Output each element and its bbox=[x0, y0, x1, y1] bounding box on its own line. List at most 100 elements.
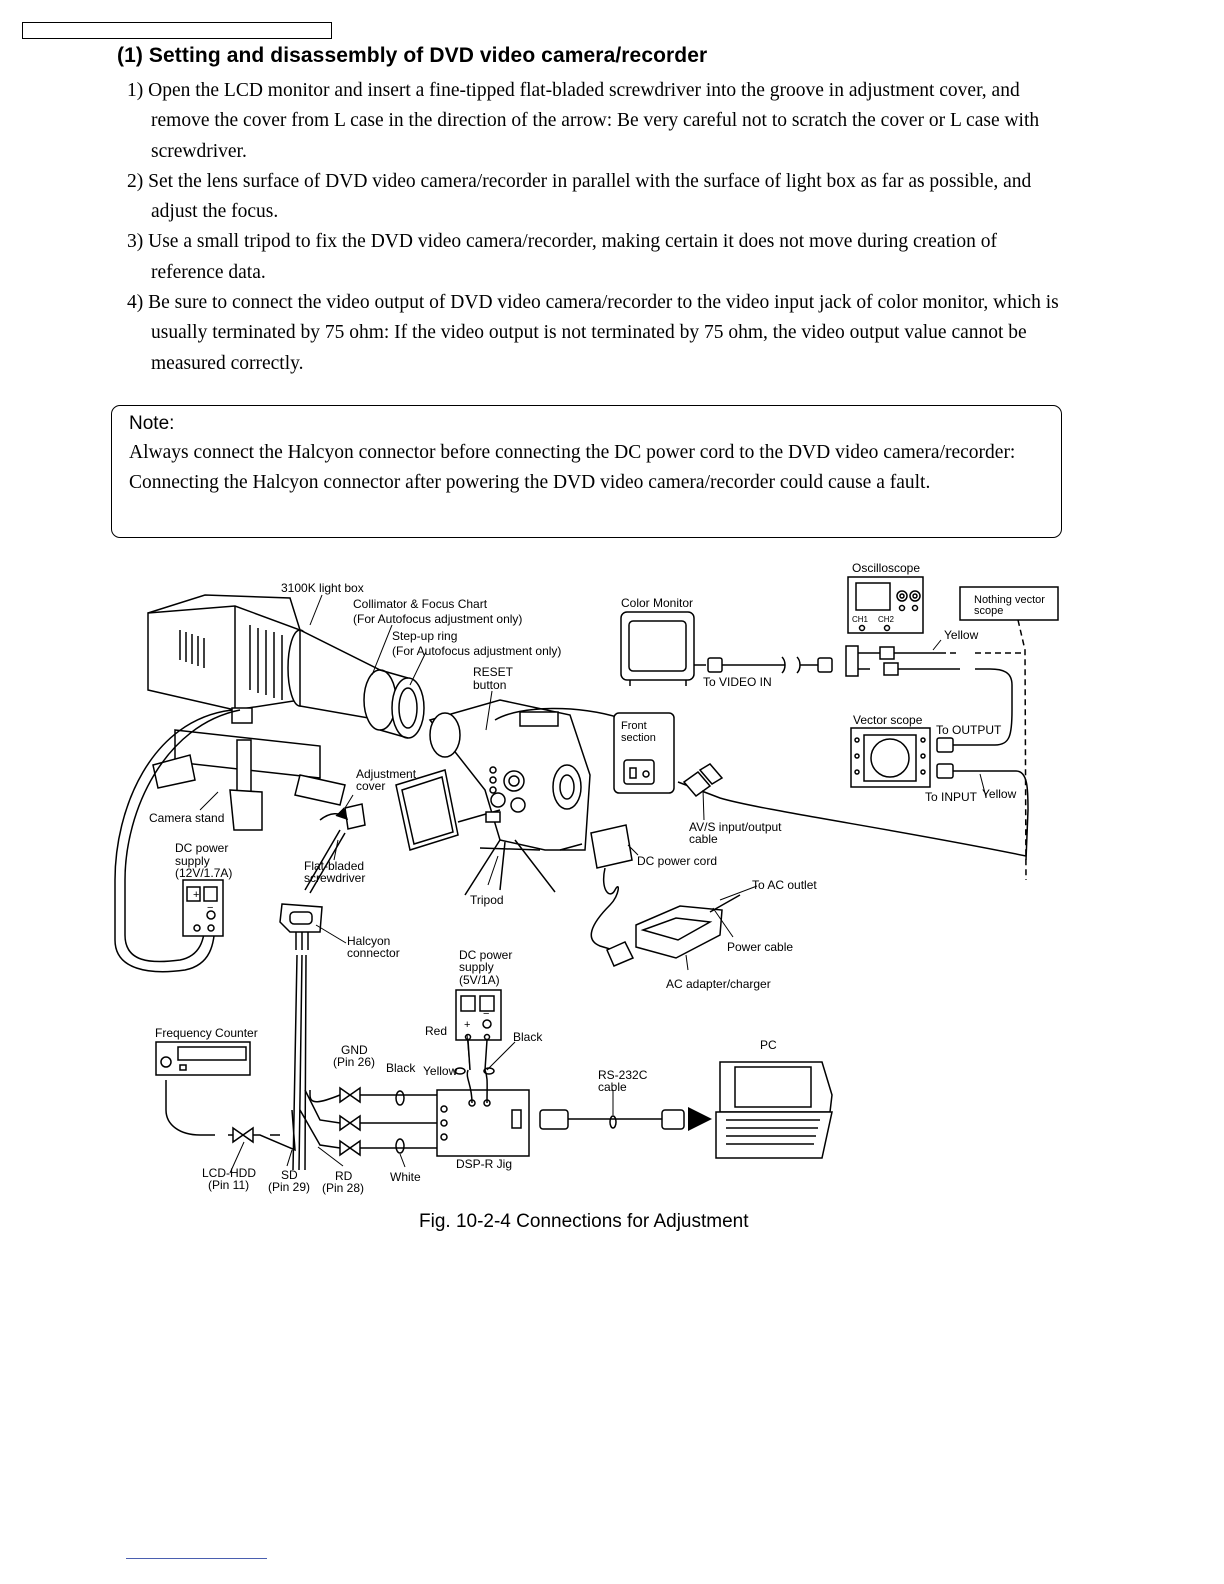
label-tripod: Tripod bbox=[470, 893, 504, 907]
nothing-vector-scope-box bbox=[959, 586, 1059, 621]
label-lcd-hdd-pin: (Pin 11) bbox=[208, 1178, 249, 1192]
note-text: Always connect the Halcyon connector bef… bbox=[129, 442, 1016, 494]
label-minus-12: − bbox=[207, 902, 213, 914]
light-box-icon bbox=[147, 594, 301, 711]
note-title: Note: bbox=[129, 413, 175, 434]
label-reset: RESET bbox=[473, 665, 514, 679]
label-to-ac: To AC outlet bbox=[752, 878, 817, 892]
label-dc-power-5: DC power bbox=[459, 948, 512, 962]
oscilloscope-icon bbox=[847, 576, 924, 634]
color-monitor-icon bbox=[620, 611, 695, 686]
label-12v: (12V/1.7A) bbox=[175, 866, 232, 880]
header-box bbox=[22, 22, 332, 39]
rs232c-cable-icon bbox=[539, 1107, 712, 1131]
label-light-box: 3100K light box bbox=[281, 581, 364, 595]
dc-power-supply-5v-icon bbox=[455, 989, 502, 1071]
label-5v: (5V/1A) bbox=[459, 973, 500, 987]
camcorder-icon bbox=[395, 699, 621, 851]
label-yellow-mid: Yellow bbox=[423, 1064, 458, 1078]
label-black-right: Black bbox=[513, 1030, 543, 1044]
label-rd-pin: (Pin 28) bbox=[322, 1181, 364, 1195]
connection-diagram: 3100K light box Collimator & Focus Chart… bbox=[114, 561, 1059, 1195]
label-plus-5: + bbox=[464, 1019, 470, 1031]
jig-wires bbox=[228, 1086, 440, 1157]
label-dc-cord: DC power cord bbox=[637, 854, 717, 868]
label-adj-cover-2: cover bbox=[356, 779, 385, 793]
label-white: White bbox=[390, 1170, 421, 1184]
label-yellow-bottom: Yellow bbox=[982, 787, 1017, 801]
label-minus-5: − bbox=[483, 1008, 489, 1020]
label-freq-counter: Frequency Counter bbox=[155, 1026, 258, 1040]
dc-power-cord-icon bbox=[559, 824, 635, 967]
ac-adapter-icon bbox=[635, 894, 741, 959]
label-camera-stand: Camera stand bbox=[149, 811, 224, 825]
section-title: (1) Setting and disassembly of DVD video… bbox=[117, 44, 708, 67]
label-plus-12: + bbox=[193, 889, 199, 901]
label-gnd-pin: (Pin 26) bbox=[333, 1055, 375, 1069]
vector-scope-cables bbox=[677, 668, 1029, 861]
label-flat-bladed: Flat-bladed bbox=[304, 859, 364, 873]
label-stepup-note: (For Autofocus adjustment only) bbox=[392, 644, 561, 658]
step-item: 4) Be sure to connect the video output o… bbox=[127, 292, 1059, 374]
dsp-r-jig-icon bbox=[436, 1067, 530, 1157]
step-item: 2) Set the lens surface of DVD video cam… bbox=[127, 170, 1032, 223]
label-halcyon: Halcyon bbox=[347, 934, 390, 948]
tripod-icon bbox=[464, 839, 556, 896]
label-supply-5: supply bbox=[459, 960, 494, 974]
label-dsp-jig: DSP-R Jig bbox=[456, 1157, 512, 1171]
label-rs232-cable: cable bbox=[598, 1080, 627, 1094]
label-pc: PC bbox=[760, 1038, 777, 1052]
label-sd-pin: (Pin 29) bbox=[268, 1180, 310, 1194]
label-halcyon-connector: connector bbox=[347, 946, 400, 960]
label-dc-power-12: DC power bbox=[175, 841, 228, 855]
note-box: Note: Always connect the Halcyon connect… bbox=[111, 405, 1062, 538]
label-stepup-ring: Step-up ring bbox=[392, 629, 457, 643]
label-gnd: GND bbox=[341, 1043, 368, 1057]
label-nothing-vector: Nothing vector bbox=[974, 594, 1045, 606]
label-rd: RD bbox=[335, 1169, 353, 1183]
leader-lines bbox=[199, 594, 987, 1174]
halcyon-connector-icon bbox=[279, 903, 323, 1171]
label-lcd-hdd: LCD-HDD bbox=[202, 1166, 256, 1180]
diagram-labels: 3100K light box Collimator & Focus Chart… bbox=[149, 561, 1045, 1195]
label-to-video-in: To VIDEO IN bbox=[703, 675, 772, 689]
label-power-cable: Power cable bbox=[727, 940, 793, 954]
label-screwdriver: screwdriver bbox=[304, 871, 365, 885]
label-vector-scope: Vector scope bbox=[853, 713, 923, 727]
collimator-icon bbox=[287, 628, 425, 739]
frequency-counter-icon bbox=[155, 1041, 251, 1136]
label-supply-12: supply bbox=[175, 854, 210, 868]
vector-scope-icon bbox=[850, 727, 931, 788]
label-front: Front bbox=[621, 720, 647, 732]
label-section: section bbox=[621, 732, 656, 744]
label-ac-adapter: AC adapter/charger bbox=[666, 977, 771, 991]
label-sd: SD bbox=[281, 1168, 298, 1182]
video-cable-icon bbox=[694, 645, 990, 677]
label-to-input: To INPUT bbox=[925, 790, 978, 804]
label-rs232: RS-232C bbox=[598, 1068, 648, 1082]
label-nothing-scope: scope bbox=[974, 605, 1003, 617]
figure-caption: Fig. 10-2-4 Connections for Adjustment bbox=[419, 1211, 749, 1232]
front-section-icon bbox=[613, 712, 675, 794]
label-red: Red bbox=[425, 1024, 447, 1038]
label-avs-cable: cable bbox=[689, 832, 718, 846]
dc-power-supply-12v-icon bbox=[182, 879, 224, 937]
label-to-output: To OUTPUT bbox=[936, 723, 1002, 737]
label-ch1: CH1 bbox=[852, 615, 869, 624]
step-item: 3) Use a small tripod to fix the DVD vid… bbox=[127, 231, 997, 283]
label-black-left: Black bbox=[386, 1061, 416, 1075]
footer-line bbox=[126, 1558, 267, 1559]
label-ch2: CH2 bbox=[878, 615, 895, 624]
label-reset-button: button bbox=[473, 678, 506, 692]
adjustment-cover-icon bbox=[304, 803, 366, 894]
label-color-monitor: Color Monitor bbox=[621, 596, 693, 610]
steps-list: 1) Open the LCD monitor and insert a fin… bbox=[127, 76, 1067, 379]
camera-stand-icon bbox=[114, 707, 346, 973]
label-collimator-note: (For Autofocus adjustment only) bbox=[353, 612, 522, 626]
label-yellow-top: Yellow bbox=[944, 628, 979, 642]
label-collimator: Collimator & Focus Chart bbox=[353, 597, 488, 611]
label-oscilloscope: Oscilloscope bbox=[852, 561, 920, 575]
label-adj-cover: Adjustment bbox=[356, 767, 417, 781]
step-item: 1) Open the LCD monitor and insert a fin… bbox=[127, 80, 1040, 162]
dashed-cable bbox=[1017, 619, 1027, 881]
